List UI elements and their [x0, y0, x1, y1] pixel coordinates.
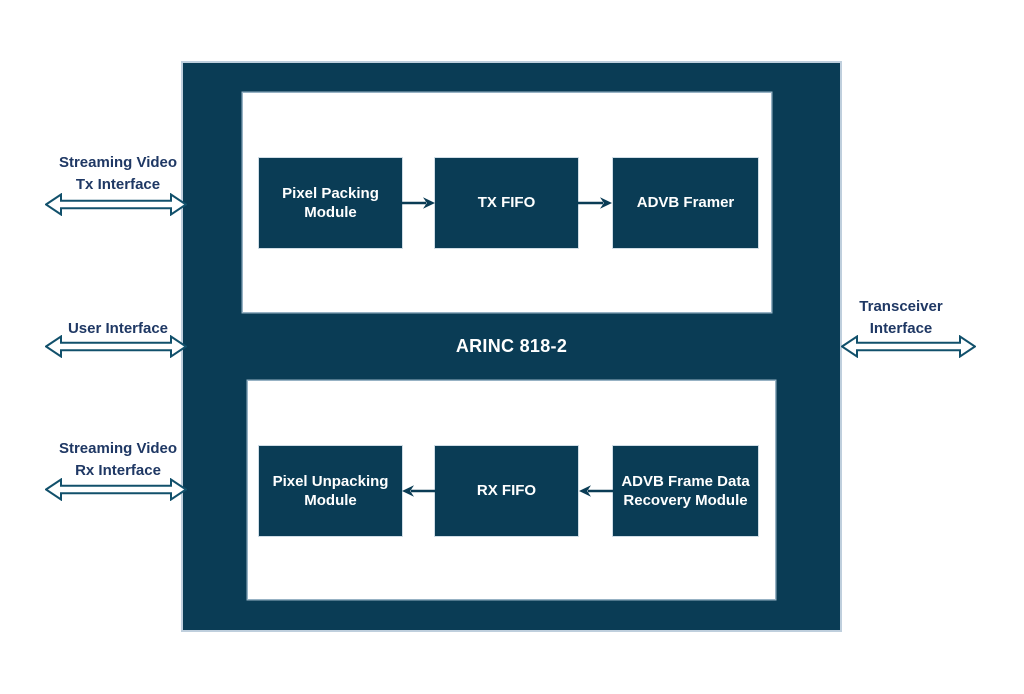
block-label: Pixel Packing Module	[282, 184, 379, 222]
streaming-video-rx-interface-label: Streaming Video Rx Interface	[38, 438, 198, 482]
interface-label-line: Streaming Video	[58, 440, 178, 457]
block-label: ADVB Frame Data Recovery Module	[621, 472, 750, 510]
flow-arrow-left-icon	[579, 484, 613, 498]
interface-label-line: Streaming Video	[58, 154, 178, 171]
interface-label-line: Interface	[869, 320, 933, 337]
block-pixel-unpacking-module: Pixel Unpacking Module	[259, 446, 402, 536]
block-label: ADVB Framer	[636, 194, 735, 212]
flow-arrow-left-icon	[402, 484, 436, 498]
bidirectional-arrow-icon	[45, 335, 187, 358]
transceiver-interface-label: Transceiver Interface	[836, 296, 966, 340]
interface-label-line: User Interface	[67, 320, 169, 337]
block-label: Pixel Unpacking Module	[272, 472, 389, 510]
interface-label-line: Tx Interface	[75, 176, 161, 193]
interface-label-line: Transceiver	[859, 298, 943, 315]
core-title: ARINC 818-2	[455, 336, 568, 356]
bidirectional-arrow-icon	[45, 193, 187, 216]
streaming-video-tx-interface-label: Streaming Video Tx Interface	[38, 152, 198, 196]
bidirectional-arrow-icon	[841, 335, 976, 358]
block-label: RX FIFO	[476, 482, 537, 500]
flow-arrow-right-icon	[401, 196, 435, 210]
user-interface-label: User Interface	[38, 318, 198, 340]
block-advb-framer: ADVB Framer	[613, 158, 758, 248]
block-advb-frame-data-recovery-module: ADVB Frame Data Recovery Module	[613, 446, 758, 536]
block-tx-fifo: TX FIFO	[435, 158, 578, 248]
block-rx-fifo: RX FIFO	[435, 446, 578, 536]
bidirectional-arrow-icon	[45, 478, 187, 501]
block-label: TX FIFO	[477, 194, 536, 212]
block-pixel-packing-module: Pixel Packing Module	[259, 158, 402, 248]
interface-label-line: Rx Interface	[75, 462, 161, 479]
flow-arrow-right-icon	[578, 196, 612, 210]
